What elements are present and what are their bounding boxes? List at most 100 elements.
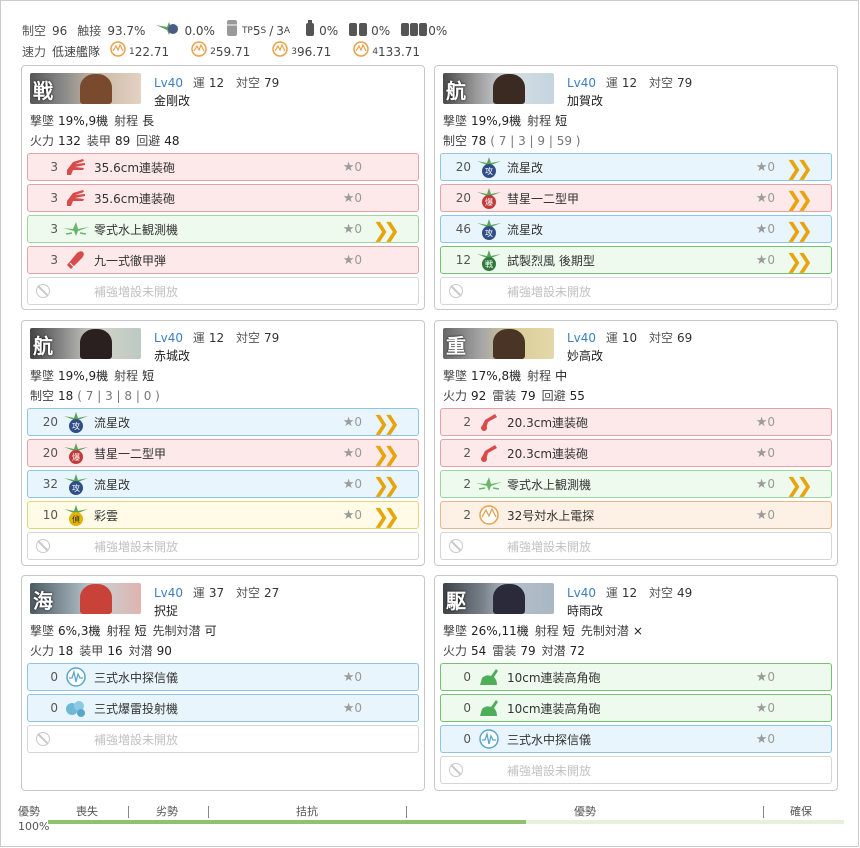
ship-portrait	[80, 74, 112, 104]
stat-value: 54	[471, 644, 487, 658]
equipment-slot[interactable]: 3 零式水上観測機 ★0 ❯❯	[27, 215, 419, 243]
ship-banner-image[interactable]: 戦	[30, 73, 141, 104]
ship-banner-image[interactable]: 海	[30, 583, 141, 614]
equipment-name: 流星改	[507, 160, 544, 175]
equipment-name: 彗星一二型甲	[507, 191, 580, 206]
star-icon: ★	[755, 477, 768, 492]
equipment-slot[interactable]: 0 三式爆雷投射機 ★0	[27, 694, 419, 722]
recon-value: 0.0%	[184, 23, 215, 38]
preemptive-asw-value: 可	[204, 624, 217, 638]
equipment-slot[interactable]: 0 10cm連装高角砲 ★0	[440, 694, 832, 722]
equipment-slot[interactable]: 20 爆 彗星一二型甲 ★0 ❯❯	[440, 184, 832, 212]
equipment-slot[interactable]: 0 10cm連装高角砲 ★0	[440, 663, 832, 691]
air-power-label: 制空	[22, 23, 47, 38]
luck-value: 12	[208, 331, 225, 345]
equipment-slot[interactable]: 20 攻 流星改 ★0 ❯❯	[27, 408, 419, 436]
radar-icon	[110, 40, 126, 63]
equipment-slot[interactable]: 20 爆 彗星一二型甲 ★0 ❯❯	[27, 439, 419, 467]
reinforcement-expansion-slot[interactable]: 補強増設未開放	[27, 277, 419, 305]
equipment-slot[interactable]: 2 32号対水上電探 ★0	[440, 501, 832, 529]
expansion-locked-text: 補強増設未開放	[507, 763, 592, 778]
reinforcement-expansion-slot[interactable]: 補強増設未開放	[440, 277, 832, 305]
aa-gun-icon	[475, 696, 503, 720]
reinforcement-expansion-slot[interactable]: 補強増設未開放	[440, 532, 832, 560]
radar-icon	[475, 503, 503, 527]
star-icon: ★	[342, 415, 355, 430]
luck-label: 運	[605, 586, 618, 600]
intercept-value: 6%,3機	[58, 624, 101, 638]
luck-value: 10	[621, 331, 638, 345]
equipment-slot[interactable]: 46 攻 流星改 ★0 ❯❯	[440, 215, 832, 243]
preemptive-asw-label: 先制対潜	[580, 624, 629, 638]
equipment-slot[interactable]: 2 20.3cm連装砲 ★0	[440, 408, 832, 436]
equipment-slot[interactable]: 32 攻 流星改 ★0 ❯❯	[27, 470, 419, 498]
improvement-level: ★0	[343, 222, 362, 237]
equipment-slot[interactable]: 2 20.3cm連装砲 ★0	[440, 439, 832, 467]
level-label: Lv40	[154, 76, 183, 90]
improvement-value: 0	[767, 446, 775, 460]
improvement-value: 0	[767, 222, 775, 236]
ship-banner-image[interactable]: 駆	[443, 583, 554, 614]
slot-aircraft-count: 0	[50, 670, 58, 684]
lv-prefix: Lv	[154, 586, 168, 600]
ship-banner-image[interactable]: 航	[30, 328, 141, 359]
equipment-slot[interactable]: 0 三式水中探信儀 ★0	[440, 725, 832, 753]
equipment-slot[interactable]: 20 攻 流星改 ★0 ❯❯	[440, 153, 832, 181]
equipment-slots: 0 10cm連装高角砲 ★0 0 10cm連装高角砲 ★0 0 三式水中探信儀 …	[440, 663, 832, 787]
lv-prefix: Lv	[154, 331, 168, 345]
equipment-slot[interactable]: 0 三式水中探信儀 ★0	[27, 663, 419, 691]
locked-icon	[449, 284, 463, 298]
improvement-level: ★0	[756, 160, 775, 175]
improvement-level: ★0	[756, 670, 775, 685]
reinforcement-expansion-slot[interactable]: 補強増設未開放	[440, 756, 832, 784]
range-value: 長	[142, 114, 155, 128]
improvement-value: 0	[767, 415, 775, 429]
equipment-slot[interactable]: 12 戦 試製烈風 後期型 ★0 ❯❯	[440, 246, 832, 274]
equipment-slot[interactable]: 10 偵 彩雲 ★0 ❯❯	[27, 501, 419, 529]
improvement-value: 0	[767, 732, 775, 746]
torpedo-bomber-icon: 攻	[62, 472, 90, 496]
equipment-slot[interactable]: 3 35.6cm連装砲 ★0	[27, 153, 419, 181]
ship-type-kanji: 戦	[33, 79, 53, 103]
ship-name: 時雨改	[567, 604, 604, 618]
drum-1-value: 0%	[319, 23, 339, 38]
star-icon: ★	[755, 446, 768, 461]
luck-label: 運	[605, 331, 618, 345]
range-value: 短	[134, 624, 147, 638]
proficiency-chevron-icon: ❯❯	[785, 218, 812, 242]
drum-2-icon	[348, 19, 368, 43]
segment-loss: 喪失	[76, 805, 98, 818]
equipment-slot[interactable]: 3 35.6cm連装砲 ★0	[27, 184, 419, 212]
air-power-value: 96	[52, 23, 68, 38]
equipment-name: 20.3cm連装砲	[507, 415, 589, 430]
svg-text:攻: 攻	[485, 166, 493, 176]
reinforcement-expansion-slot[interactable]: 補強増設未開放	[27, 725, 419, 753]
equipment-slot[interactable]: 2 零式水上観測機 ★0 ❯❯	[440, 470, 832, 498]
ship-banner-image[interactable]: 重	[443, 328, 554, 359]
equipment-slot[interactable]: 3 九一式徹甲弾 ★0	[27, 246, 419, 274]
reinforcement-expansion-slot[interactable]: 補強増設未開放	[27, 532, 419, 560]
slot-aircraft-count: 0	[463, 670, 471, 684]
equipment-name: 流星改	[507, 222, 544, 237]
ship-banner-image[interactable]: 航	[443, 73, 554, 104]
stat-value: 132	[58, 134, 81, 148]
svg-text:攻: 攻	[485, 228, 493, 238]
star-icon: ★	[342, 446, 355, 461]
slot-aircraft-count: 20	[455, 191, 471, 205]
intercept-label: 撃墜	[30, 624, 55, 638]
star-icon: ★	[755, 222, 768, 237]
expansion-locked-text: 補強増設未開放	[94, 732, 179, 747]
ship-portrait	[80, 329, 112, 359]
svg-text:爆: 爆	[485, 197, 493, 207]
